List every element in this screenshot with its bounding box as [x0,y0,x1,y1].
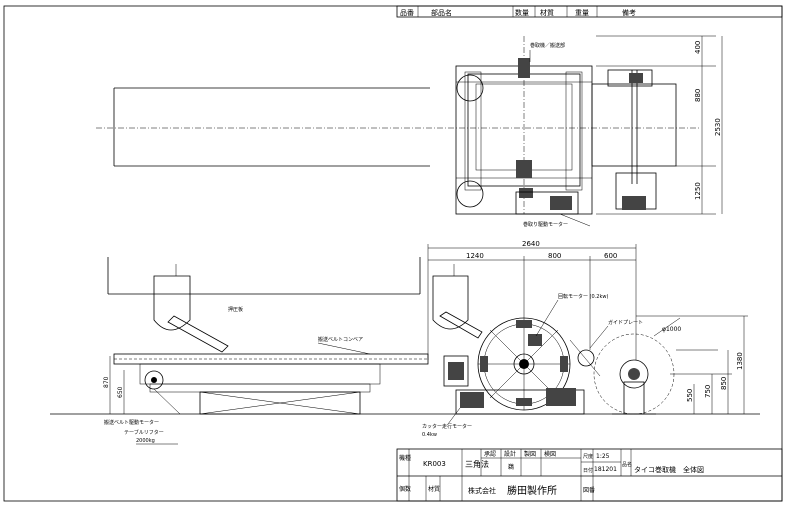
label-table-lifter: テーブルリフター [124,429,164,436]
dim-880: 880 [694,89,702,102]
top-view: 巻取り駆動モーター 巻取機／搬送部 400 880 2530 1250 [96,35,723,228]
top-motor-label: 巻取り駆動モーター [523,221,568,228]
parts-list-header: 品番 部品名 数量 材質 重量 備考 [396,5,783,18]
dim-2640: 2640 [522,240,540,248]
chute-left [153,275,191,331]
hdr-weight: 重量 [575,9,589,17]
tb-date-label: 日付 [583,467,593,474]
label-cutter-motor: カッター走行モーター [422,423,472,430]
side-view: 押圧板 搬送ベルトコンベア 搬送ベルト駆動モーター テーブルリフター 2000k… [50,240,760,445]
tb-product-name: タイコ巻取機 全体図 [634,465,704,474]
dim-1380: 1380 [736,352,744,370]
dim-1240: 1240 [466,252,484,260]
top-top-label: 巻取機／搬送部 [530,42,565,49]
dim-550: 550 [686,389,694,402]
label-diameter: φ1000 [662,326,681,333]
dim-870: 870 [103,376,110,388]
top-drum [591,83,677,167]
guide-roll [577,349,595,367]
tb-material-label: 材質 [428,485,440,493]
label-motor-top: 回転モーター (0.2kw) [558,293,608,300]
tb-date-value: 181201 [594,466,617,473]
top-gear-block [518,58,530,78]
dim-650: 650 [117,386,124,398]
dim-600: 600 [604,252,617,260]
dim-2530: 2530 [714,118,722,136]
label-cutter-kw: 0.4kw [422,432,437,438]
tb-projection: 三角法 [465,459,489,469]
rotation-motor [528,334,542,346]
dim-800: 800 [548,252,561,260]
tb-drawn: 製図 [524,450,536,458]
dim-750: 750 [704,385,712,398]
top-roll-upper [456,74,484,102]
roll-stand [623,381,645,415]
tb-name-label: 品名 [622,461,632,468]
cutter-motor [460,392,484,408]
tb-checked: 検図 [544,450,556,458]
label-lifter-capacity: 2000kg [136,438,155,444]
tb-model-label: 機種 [399,454,411,462]
label-belt-conveyor: 搬送ベルトコンベア [318,336,363,343]
tb-drawing-no-label: 図番 [583,487,595,494]
title-block: 機種 KR003 三角法 承認 設計 製図 検図 鵜 尺度 1:25 日付 18… [396,448,783,502]
tb-company-name: 勝田製作所 [507,484,557,497]
top-roll-lower [456,180,484,208]
tb-designed: 設計 [504,450,516,458]
label-belt-motor: 搬送ベルト駆動モーター [104,419,159,426]
dim-400: 400 [694,41,702,54]
tb-company: 株式会社 [468,486,496,495]
tb-scale-label: 尺度 [583,453,593,460]
dim-850: 850 [720,377,728,390]
hdr-remarks: 備考 [622,8,636,17]
label-pusher: 押圧板 [228,306,243,313]
tb-scale-value: 1:25 [596,453,610,460]
top-drive-motor [550,196,572,210]
tb-quantity-label: 個数 [399,485,411,493]
pusher-plate [167,315,229,353]
chute-right [432,275,469,330]
tb-drawn-by: 鵜 [508,463,514,471]
tb-model-value: KR003 [423,460,446,468]
dim-1250: 1250 [694,182,702,200]
label-guide-plate: ガイドプレート [608,319,643,326]
hdr-part-no: 品番 [400,9,414,17]
tb-approved: 承認 [484,450,496,458]
hdr-material: 材質 [540,8,554,17]
hdr-quantity: 数量 [515,8,529,17]
hdr-part-name: 部品名 [431,8,452,17]
sheet-border [3,5,783,502]
